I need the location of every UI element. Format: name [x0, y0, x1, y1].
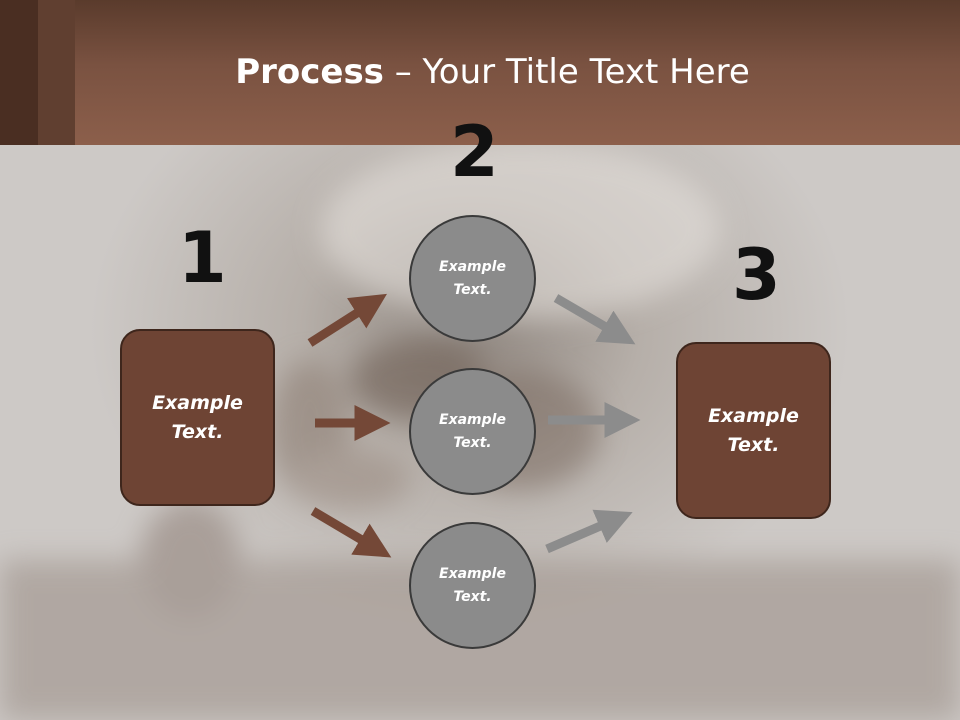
arrow-1-to-top [307, 293, 387, 347]
step-1-line-2: Text. [171, 420, 224, 443]
title-rest: – Your Title Text Here [383, 52, 750, 92]
step-number-3[interactable]: 3 [732, 234, 781, 316]
step-number-2[interactable]: 2 [450, 111, 499, 193]
circle-middle-line-2: Text. [453, 434, 492, 451]
arrow-bottom-to-3 [545, 509, 633, 554]
step-2-circle-bottom[interactable]: Example Text. [409, 522, 536, 649]
step-3-line-2: Text. [727, 433, 780, 456]
step-number-1[interactable]: 1 [178, 217, 227, 299]
step-3-line-1: Example [708, 404, 799, 427]
step-3-box[interactable]: Example Text. [676, 342, 831, 519]
step-2-circle-middle[interactable]: Example Text. [409, 368, 536, 495]
title-bold: Process [235, 52, 384, 92]
circle-bottom-line-1: Example [439, 565, 506, 582]
circle-top-line-1: Example [439, 258, 506, 275]
header-accent-stripe [0, 0, 38, 145]
circle-top-line-2: Text. [453, 281, 492, 298]
arrow-1-to-bottom [310, 507, 392, 558]
circle-middle-text: Example Text. [439, 409, 506, 455]
arrow-top-to-3 [553, 294, 636, 345]
circle-bottom-line-2: Text. [453, 588, 492, 605]
step-1-text: Example Text. [152, 389, 243, 447]
header-accent-stripe-2 [38, 0, 75, 145]
step-1-box[interactable]: Example Text. [120, 329, 275, 506]
slide-title[interactable]: Process – Your Title Text Here [0, 52, 960, 92]
step-2-circle-top[interactable]: Example Text. [409, 215, 536, 342]
circle-bottom-text: Example Text. [439, 563, 506, 609]
step-1-line-1: Example [152, 391, 243, 414]
step-3-text: Example Text. [708, 402, 799, 460]
title-bar: Process – Your Title Text Here [0, 0, 960, 145]
circle-top-text: Example Text. [439, 256, 506, 302]
circle-middle-line-1: Example [439, 411, 506, 428]
